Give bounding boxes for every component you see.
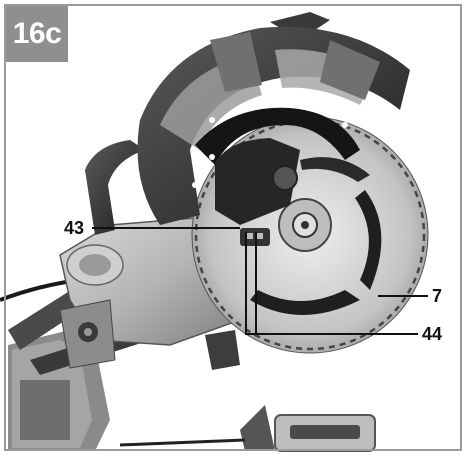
saw-handle	[85, 12, 330, 235]
blade-guard	[137, 26, 410, 226]
callout-43: 43	[64, 218, 85, 238]
figure-label: 16c	[6, 6, 68, 62]
guard-lever	[205, 138, 300, 370]
callout-44: 44	[422, 324, 443, 344]
workpiece-clamp	[119, 405, 376, 452]
leader-44	[245, 232, 418, 335]
callout-7: 7	[432, 286, 443, 306]
figure-frame	[4, 4, 462, 451]
callout-lines	[92, 227, 428, 335]
